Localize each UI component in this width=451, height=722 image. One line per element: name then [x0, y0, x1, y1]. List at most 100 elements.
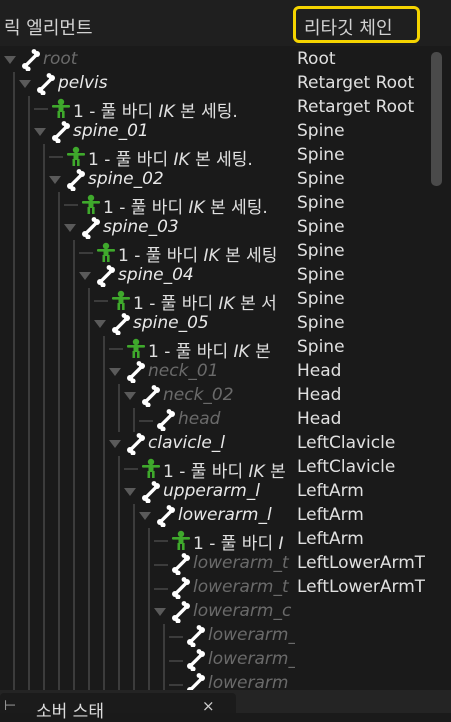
- retarget-chain-value[interactable]: Retarget Root: [297, 97, 415, 117]
- retarget-chain-value[interactable]: LeftArm: [297, 505, 364, 525]
- tree-arrow-icon[interactable]: [19, 80, 31, 88]
- tree-arrow-icon[interactable]: [139, 512, 151, 520]
- retarget-chain-value[interactable]: Retarget Root: [297, 73, 415, 93]
- bone-row[interactable]: lowerarm_t LeftLowerArmT: [0, 576, 430, 600]
- tree-arrow-icon[interactable]: [109, 368, 121, 376]
- tree-guide-line: [118, 504, 120, 528]
- goal-icon: [170, 529, 192, 551]
- tree-guide-line: [28, 96, 30, 120]
- retarget-chain-value[interactable]: Spine: [297, 265, 345, 285]
- goal-label-suffix: 본 세팅.: [204, 198, 268, 218]
- tree-guide-line: [73, 360, 75, 384]
- retarget-chain-value[interactable]: Spine: [297, 193, 345, 213]
- bone-row[interactable]: neck_01 Head: [0, 360, 430, 384]
- goal-icon: [125, 337, 147, 359]
- bone-name: pelvis: [58, 73, 108, 93]
- tree-arrow-icon[interactable]: [124, 392, 136, 400]
- vertical-scrollbar[interactable]: [431, 52, 442, 186]
- retarget-chain-value[interactable]: LeftClavicle: [297, 433, 396, 453]
- bone-row[interactable]: pelvis Retarget Root: [0, 72, 430, 96]
- tree-guide-line: [118, 648, 120, 672]
- bone-row[interactable]: lowerarm_l LeftArm: [0, 504, 430, 528]
- tree-arrow-icon[interactable]: [79, 272, 91, 280]
- tree-guide-line: [43, 384, 45, 408]
- tree-arrow-icon[interactable]: [109, 440, 121, 448]
- tree-guide-line: [148, 672, 150, 690]
- tree-guide-line: [109, 348, 123, 350]
- tree-guide-line: [43, 600, 45, 624]
- retarget-chain-value[interactable]: Spine: [297, 289, 345, 309]
- retarget-chain-value[interactable]: LeftClavicle: [297, 457, 396, 477]
- retarget-chain-value[interactable]: LeftLowerArmT: [297, 577, 425, 597]
- retarget-chain-value[interactable]: Spine: [297, 121, 345, 141]
- tree-guide-line: [28, 336, 30, 360]
- tree-guide-line: [28, 288, 30, 312]
- close-icon[interactable]: ×: [202, 697, 215, 715]
- retarget-chain-value[interactable]: Spine: [297, 217, 345, 237]
- tree-guide-line: [73, 624, 75, 648]
- tree-arrow-icon[interactable]: [4, 56, 16, 64]
- tree-guide-line: [73, 384, 75, 408]
- retarget-chain-value[interactable]: LeftArm: [297, 481, 364, 501]
- retarget-chain-value[interactable]: Spine: [297, 145, 345, 165]
- bone-row[interactable]: lowerarm_: [0, 672, 430, 690]
- goal-row[interactable]: 1 - 풀 바디 IK 본 세팅.Retarget Root: [0, 96, 430, 122]
- goal-row[interactable]: 1 - 풀 바디 IK 본 세팅.Spine: [0, 192, 430, 218]
- tree-guide-line: [103, 504, 105, 528]
- rig-elements-column-header[interactable]: 릭 엘리먼트: [4, 18, 93, 39]
- goal-label: 1 - 풀 바디 IK 본 세팅: [118, 241, 295, 266]
- bone-row[interactable]: lowerarm_: [0, 648, 430, 672]
- bottom-tab[interactable]: ⊢ 소버 스태 ×: [0, 693, 236, 722]
- goal-row[interactable]: 1 - 풀 바디 IK 본 세팅.Spine: [0, 144, 430, 170]
- tree-arrow-icon[interactable]: [34, 128, 46, 136]
- retarget-chain-value[interactable]: Spine: [297, 337, 345, 357]
- tree-guide-line: [28, 456, 30, 480]
- tree-guide-line: [13, 624, 15, 648]
- bone-name: neck_01: [148, 361, 219, 381]
- retarget-chain-value[interactable]: Head: [297, 409, 342, 429]
- bone-row[interactable]: lowerarm_c: [0, 600, 430, 624]
- tree-arrow-icon[interactable]: [124, 488, 136, 496]
- tree-arrow-icon[interactable]: [94, 320, 106, 328]
- tree-arrow-icon[interactable]: [154, 608, 166, 616]
- retarget-chain-value[interactable]: LeftArm: [297, 529, 364, 549]
- tree-guide-line: [133, 624, 135, 648]
- bone-name: lowerarm_t: [193, 577, 289, 597]
- retarget-chain-value[interactable]: Root: [297, 49, 336, 69]
- tree-arrow-icon[interactable]: [49, 176, 61, 184]
- bone-name: lowerarm_l: [178, 505, 272, 525]
- retarget-chain-value[interactable]: Spine: [297, 313, 345, 333]
- retarget-chain-value[interactable]: Head: [297, 361, 342, 381]
- retarget-chain-value[interactable]: LeftLowerArmT: [297, 553, 425, 573]
- tree-guide-line: [64, 204, 78, 206]
- tree-arrow-icon[interactable]: [64, 224, 76, 232]
- tree-guide-line: [88, 672, 90, 690]
- bone-row[interactable]: lowerarm_: [0, 624, 430, 648]
- tree-guide-line: [43, 360, 45, 384]
- retarget-chain-value[interactable]: Spine: [297, 241, 345, 261]
- retarget-chain-value[interactable]: Head: [297, 385, 342, 405]
- retarget-chain-column-header[interactable]: 리타깃 체인: [304, 18, 393, 39]
- retarget-chain-value[interactable]: Spine: [297, 169, 345, 189]
- tree-guide-line: [73, 648, 75, 672]
- goal-label-suffix: 본: [249, 342, 271, 362]
- tree-guide-line: [28, 144, 30, 168]
- tree-guide-line: [103, 336, 105, 360]
